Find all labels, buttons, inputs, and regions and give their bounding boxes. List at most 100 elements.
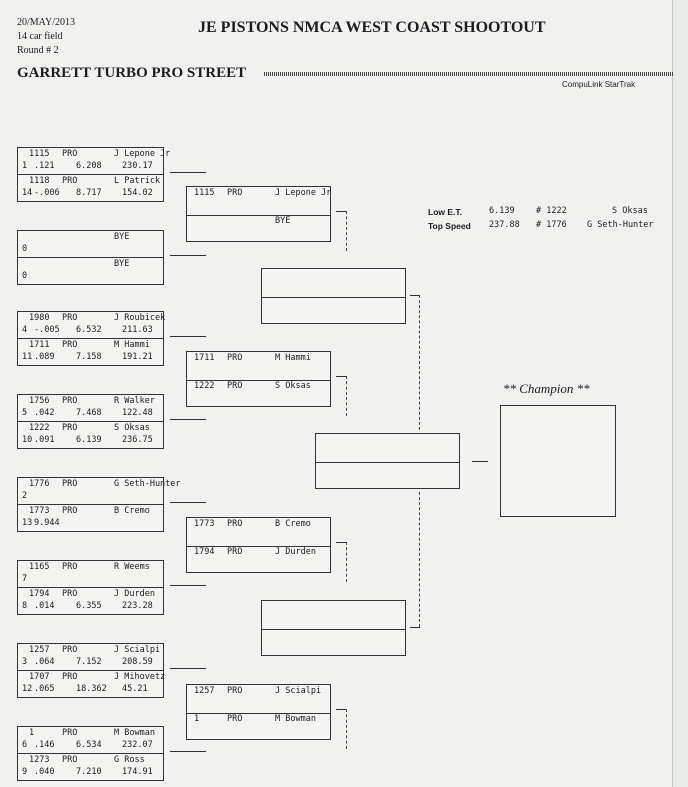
driver-name: R Walker xyxy=(114,396,155,406)
elapsed-time: 7.152 xyxy=(76,657,102,667)
connector-dash xyxy=(346,709,347,749)
car-class: PRO xyxy=(227,686,243,696)
connector xyxy=(170,419,206,420)
event-title: JE PISTONS NMCA WEST COAST SHOOTOUT xyxy=(198,19,546,36)
lane-divider xyxy=(18,587,163,588)
reaction-time: .064 xyxy=(34,657,55,667)
connector xyxy=(170,172,206,173)
lane-divider xyxy=(18,174,163,175)
car-class: PRO xyxy=(62,755,78,765)
reaction-time: .121 xyxy=(34,161,55,171)
driver-name: J Scialpi xyxy=(114,645,161,655)
speed: 236.75 xyxy=(122,435,153,445)
reaction-time: .091 xyxy=(34,435,55,445)
connector-dash xyxy=(346,542,347,582)
driver-name: J Roubicek xyxy=(114,313,166,323)
car-number: 1257 xyxy=(194,686,215,696)
seed: 8 xyxy=(22,601,28,611)
elapsed-time: 7.210 xyxy=(76,767,102,777)
connector xyxy=(336,376,346,377)
car-number: 1257 xyxy=(29,645,50,655)
connector xyxy=(336,211,346,212)
reaction-time: .040 xyxy=(34,767,55,777)
driver-name: J Lepone Jr xyxy=(275,188,332,198)
top-speed-driver: G Seth-Hunter xyxy=(587,220,654,230)
connector xyxy=(410,295,420,296)
connector xyxy=(410,627,420,628)
reaction-time: .042 xyxy=(34,408,55,418)
car-class: PRO xyxy=(62,645,78,655)
car-number: 1711 xyxy=(29,340,50,350)
seed: 0 xyxy=(22,244,28,254)
car-number: 1980 xyxy=(29,313,50,323)
final-pair xyxy=(315,433,460,489)
car-class: PRO xyxy=(62,589,78,599)
car-number: 1794 xyxy=(29,589,50,599)
seed: 14 xyxy=(22,188,33,198)
lane-divider xyxy=(187,546,330,547)
reaction-time: -.005 xyxy=(34,325,60,335)
car-number: 1222 xyxy=(194,381,215,391)
speed: 45.21 xyxy=(122,684,148,694)
car-class: PRO xyxy=(227,519,243,529)
seed: 12 xyxy=(22,684,33,694)
driver-name: S Oksas xyxy=(275,381,311,391)
lane-divider xyxy=(18,338,163,339)
reaction-time: .065 xyxy=(34,684,55,694)
speed: 208.59 xyxy=(122,657,153,667)
car-number: 1115 xyxy=(194,188,215,198)
car-class: PRO xyxy=(227,714,243,724)
driver-name: J Durden xyxy=(275,547,316,557)
car-number: 1273 xyxy=(29,755,50,765)
car-number: 1773 xyxy=(194,519,215,529)
speed: 191.21 xyxy=(122,352,153,362)
seed: 6 xyxy=(22,740,28,750)
semifinal-pair xyxy=(261,600,406,656)
driver-name: M Bowman xyxy=(114,728,155,738)
connector xyxy=(336,542,346,543)
car-number: 1773 xyxy=(29,506,50,516)
low-et-value: 6.139 xyxy=(489,206,515,216)
car-class: PRO xyxy=(62,479,78,489)
elapsed-time: 6.532 xyxy=(76,325,102,335)
car-number: 1711 xyxy=(194,353,215,363)
elapsed-time: 8.717 xyxy=(76,188,102,198)
car-number: 1222 xyxy=(29,423,50,433)
lane-divider xyxy=(18,753,163,754)
seed: 3 xyxy=(22,657,28,667)
car-class: PRO xyxy=(227,353,243,363)
vendor-label: CompuLink StarTrak xyxy=(562,80,636,89)
seed: 10 xyxy=(22,435,33,445)
low-et-car: # 1222 xyxy=(536,206,567,216)
champion-box xyxy=(500,405,616,517)
low-et-driver: S Oksas xyxy=(612,206,648,216)
driver-name: J Durden xyxy=(114,589,155,599)
elapsed-time: 6.534 xyxy=(76,740,102,750)
car-class: PRO xyxy=(227,381,243,391)
driver-name: G Ross xyxy=(114,755,145,765)
car-class: PRO xyxy=(62,423,78,433)
driver-name: BYE xyxy=(114,259,130,269)
lane-divider xyxy=(18,257,163,258)
top-speed-value: 237.88 xyxy=(489,220,520,230)
car-number: 1 xyxy=(194,714,200,724)
connector-dash xyxy=(346,211,347,251)
lane-divider xyxy=(262,629,405,630)
seed: 0 xyxy=(22,271,28,281)
car-number: 1165 xyxy=(29,562,50,572)
lane-divider xyxy=(18,504,163,505)
connector-dash xyxy=(346,376,347,416)
car-number: 1776 xyxy=(29,479,50,489)
car-number: 1115 xyxy=(29,149,50,159)
connector xyxy=(170,502,206,503)
driver-name: G Seth-Hunter xyxy=(114,479,181,489)
top-speed-label: Top Speed xyxy=(428,221,471,231)
connector xyxy=(170,585,206,586)
ladder-sheet: 20/MAY/2013 14 car field Round # 2 JE PI… xyxy=(17,0,674,787)
